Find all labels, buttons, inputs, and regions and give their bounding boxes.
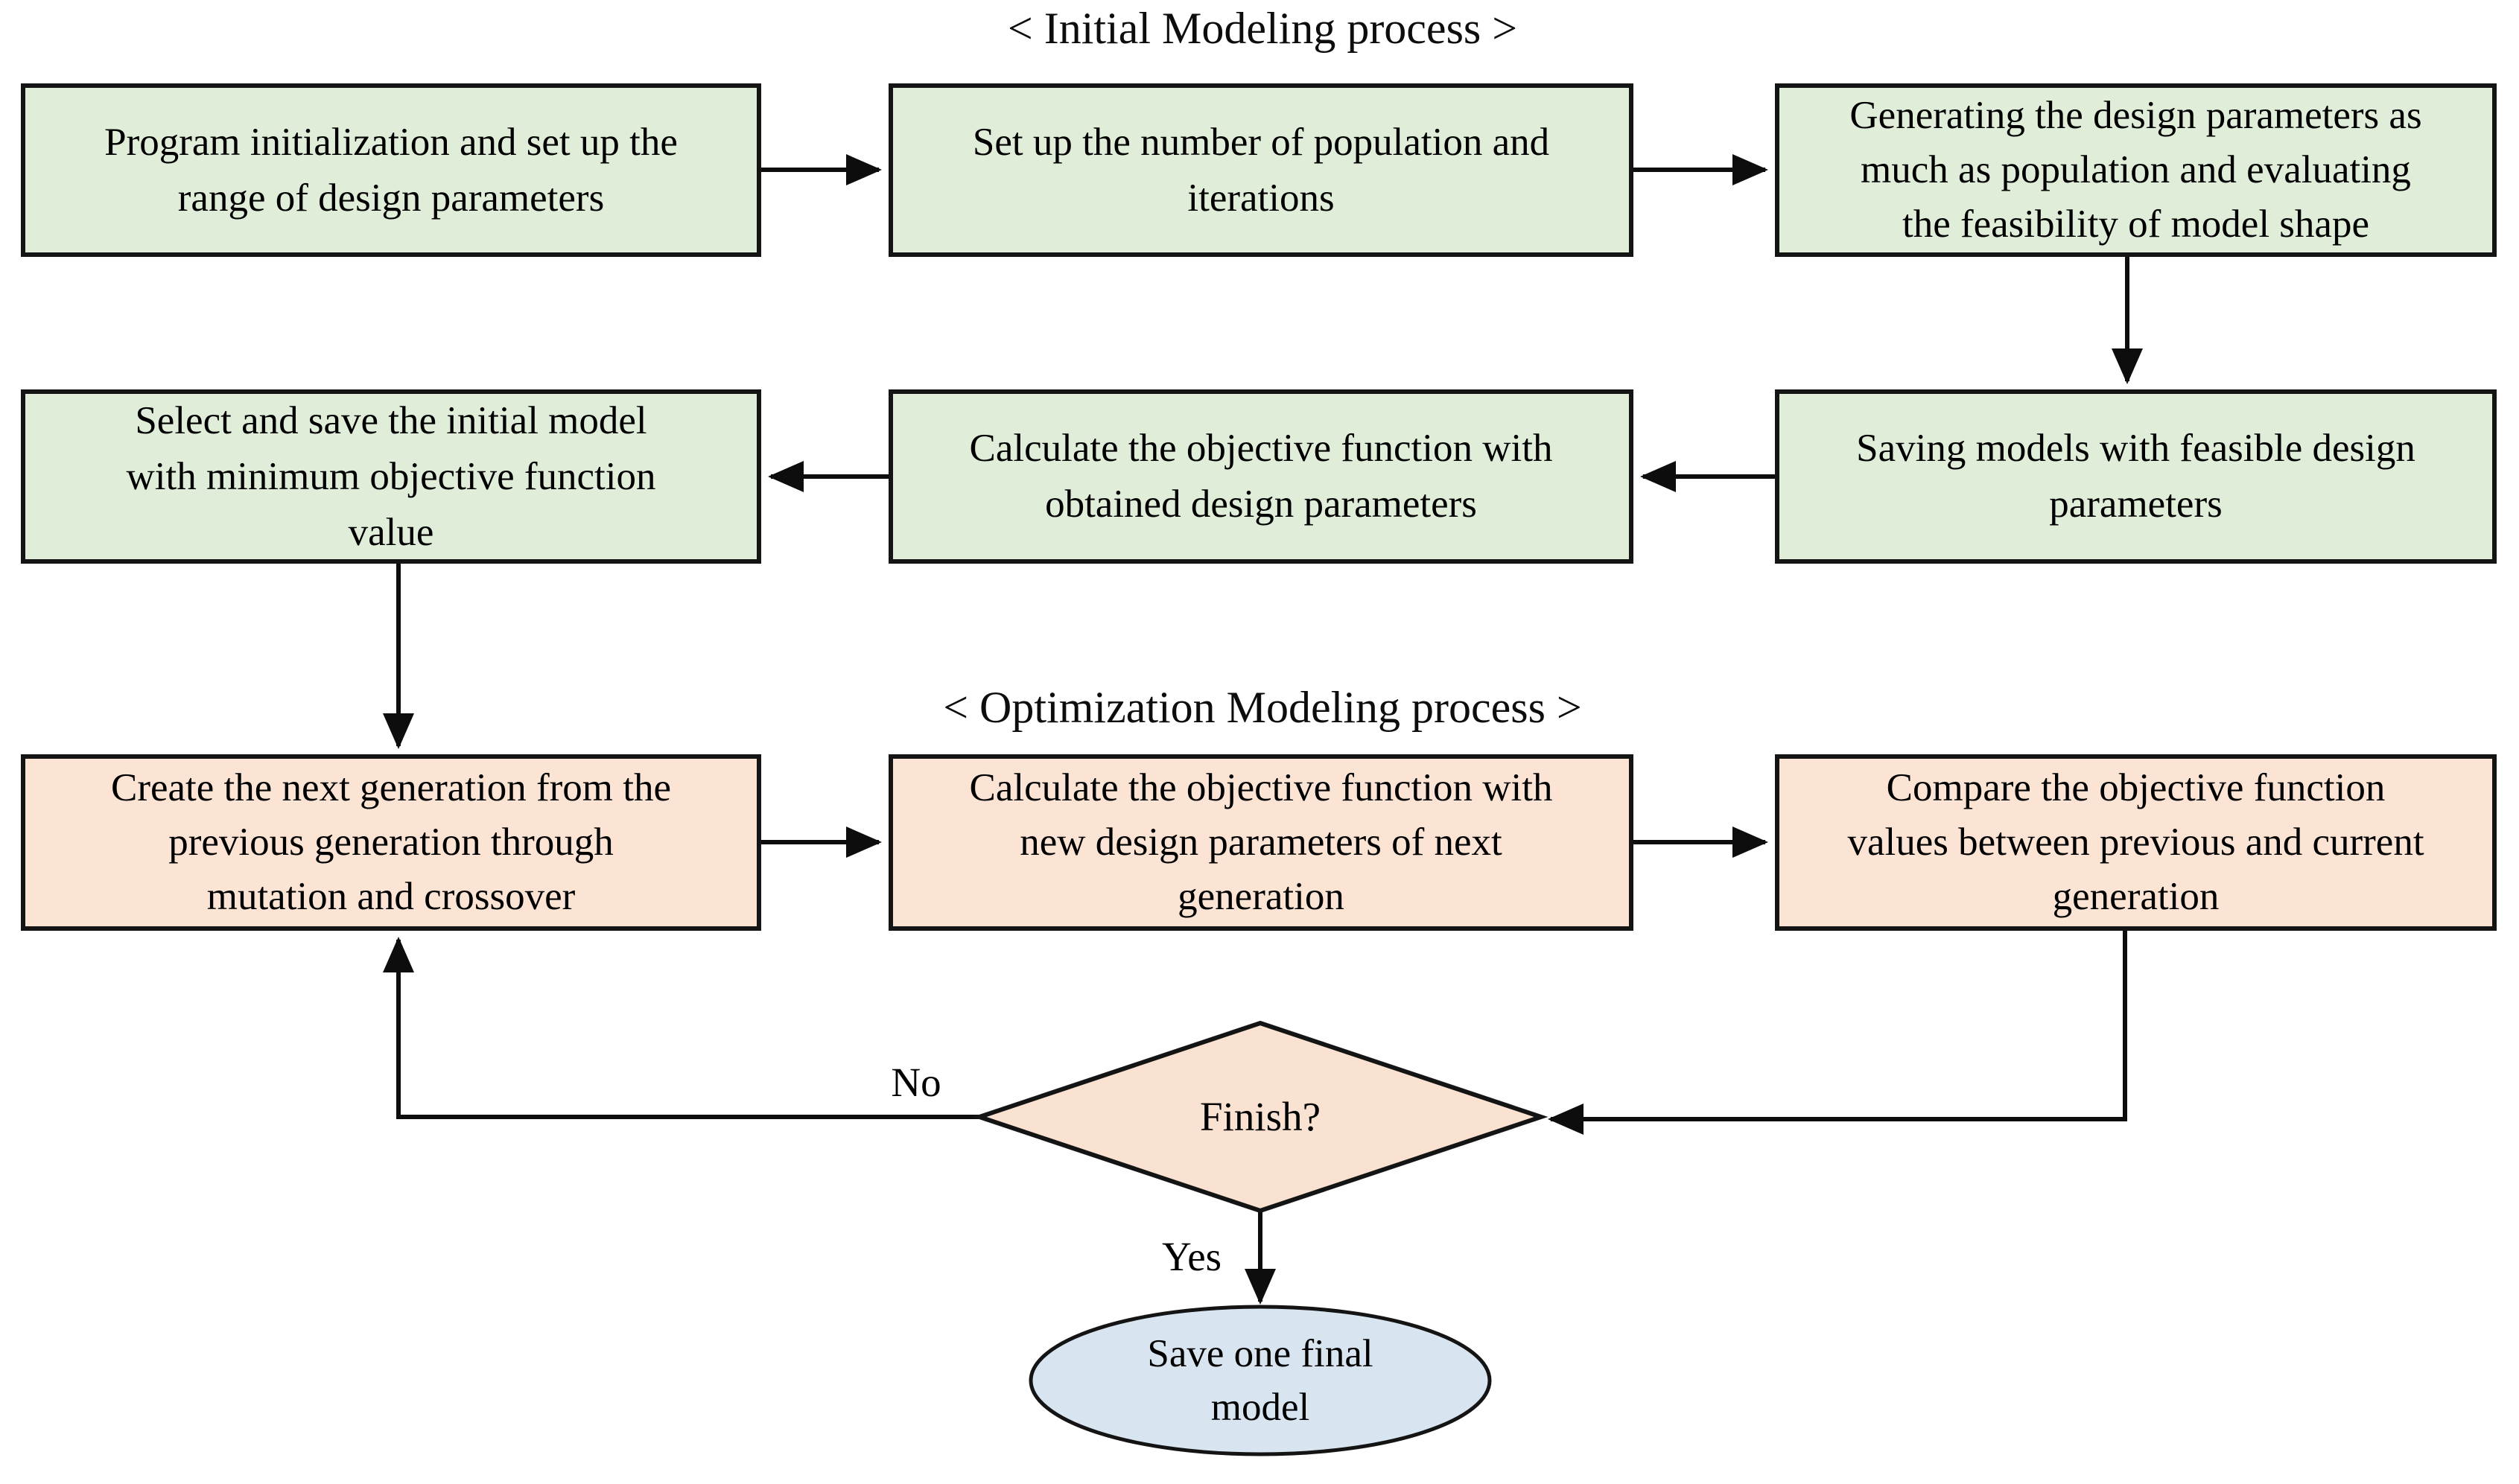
node-generate-parameters: Generating the design parameters as much… [1775, 83, 2497, 257]
arrow-finish-no-to-creategen [383, 937, 979, 1119]
node-save-feasible-models: Saving models with feasible design param… [1775, 389, 2497, 564]
node-select-save-initial: Select and save the initial model with m… [21, 389, 761, 564]
terminal-save-final-shape [1029, 1305, 1492, 1456]
node-calculate-objective-new: Calculate the objective function with ne… [889, 754, 1633, 931]
node-setup-population: Set up the number of population and iter… [889, 83, 1633, 257]
yes-label: Yes [1161, 1234, 1222, 1279]
node-calculate-objective-obtained: Calculate the objective function with ob… [889, 389, 1633, 564]
decision-finish-label: Finish? [1200, 1094, 1321, 1139]
arrow-compare-to-finish [1548, 931, 2127, 1135]
node-program-initialization: Program initialization and set up the ra… [21, 83, 761, 257]
initial-process-title: < Initial Modeling process > [1007, 4, 1518, 53]
decision-finish-shape [972, 1020, 1548, 1214]
node-compare-objective: Compare the objective function values be… [1775, 754, 2497, 931]
optimization-process-title: < Optimization Modeling process > [943, 683, 1582, 732]
node-create-next-generation: Create the next generation from the prev… [21, 754, 761, 931]
no-label: No [891, 1060, 941, 1105]
terminal-save-final-label: Save one final model [1147, 1332, 1373, 1429]
